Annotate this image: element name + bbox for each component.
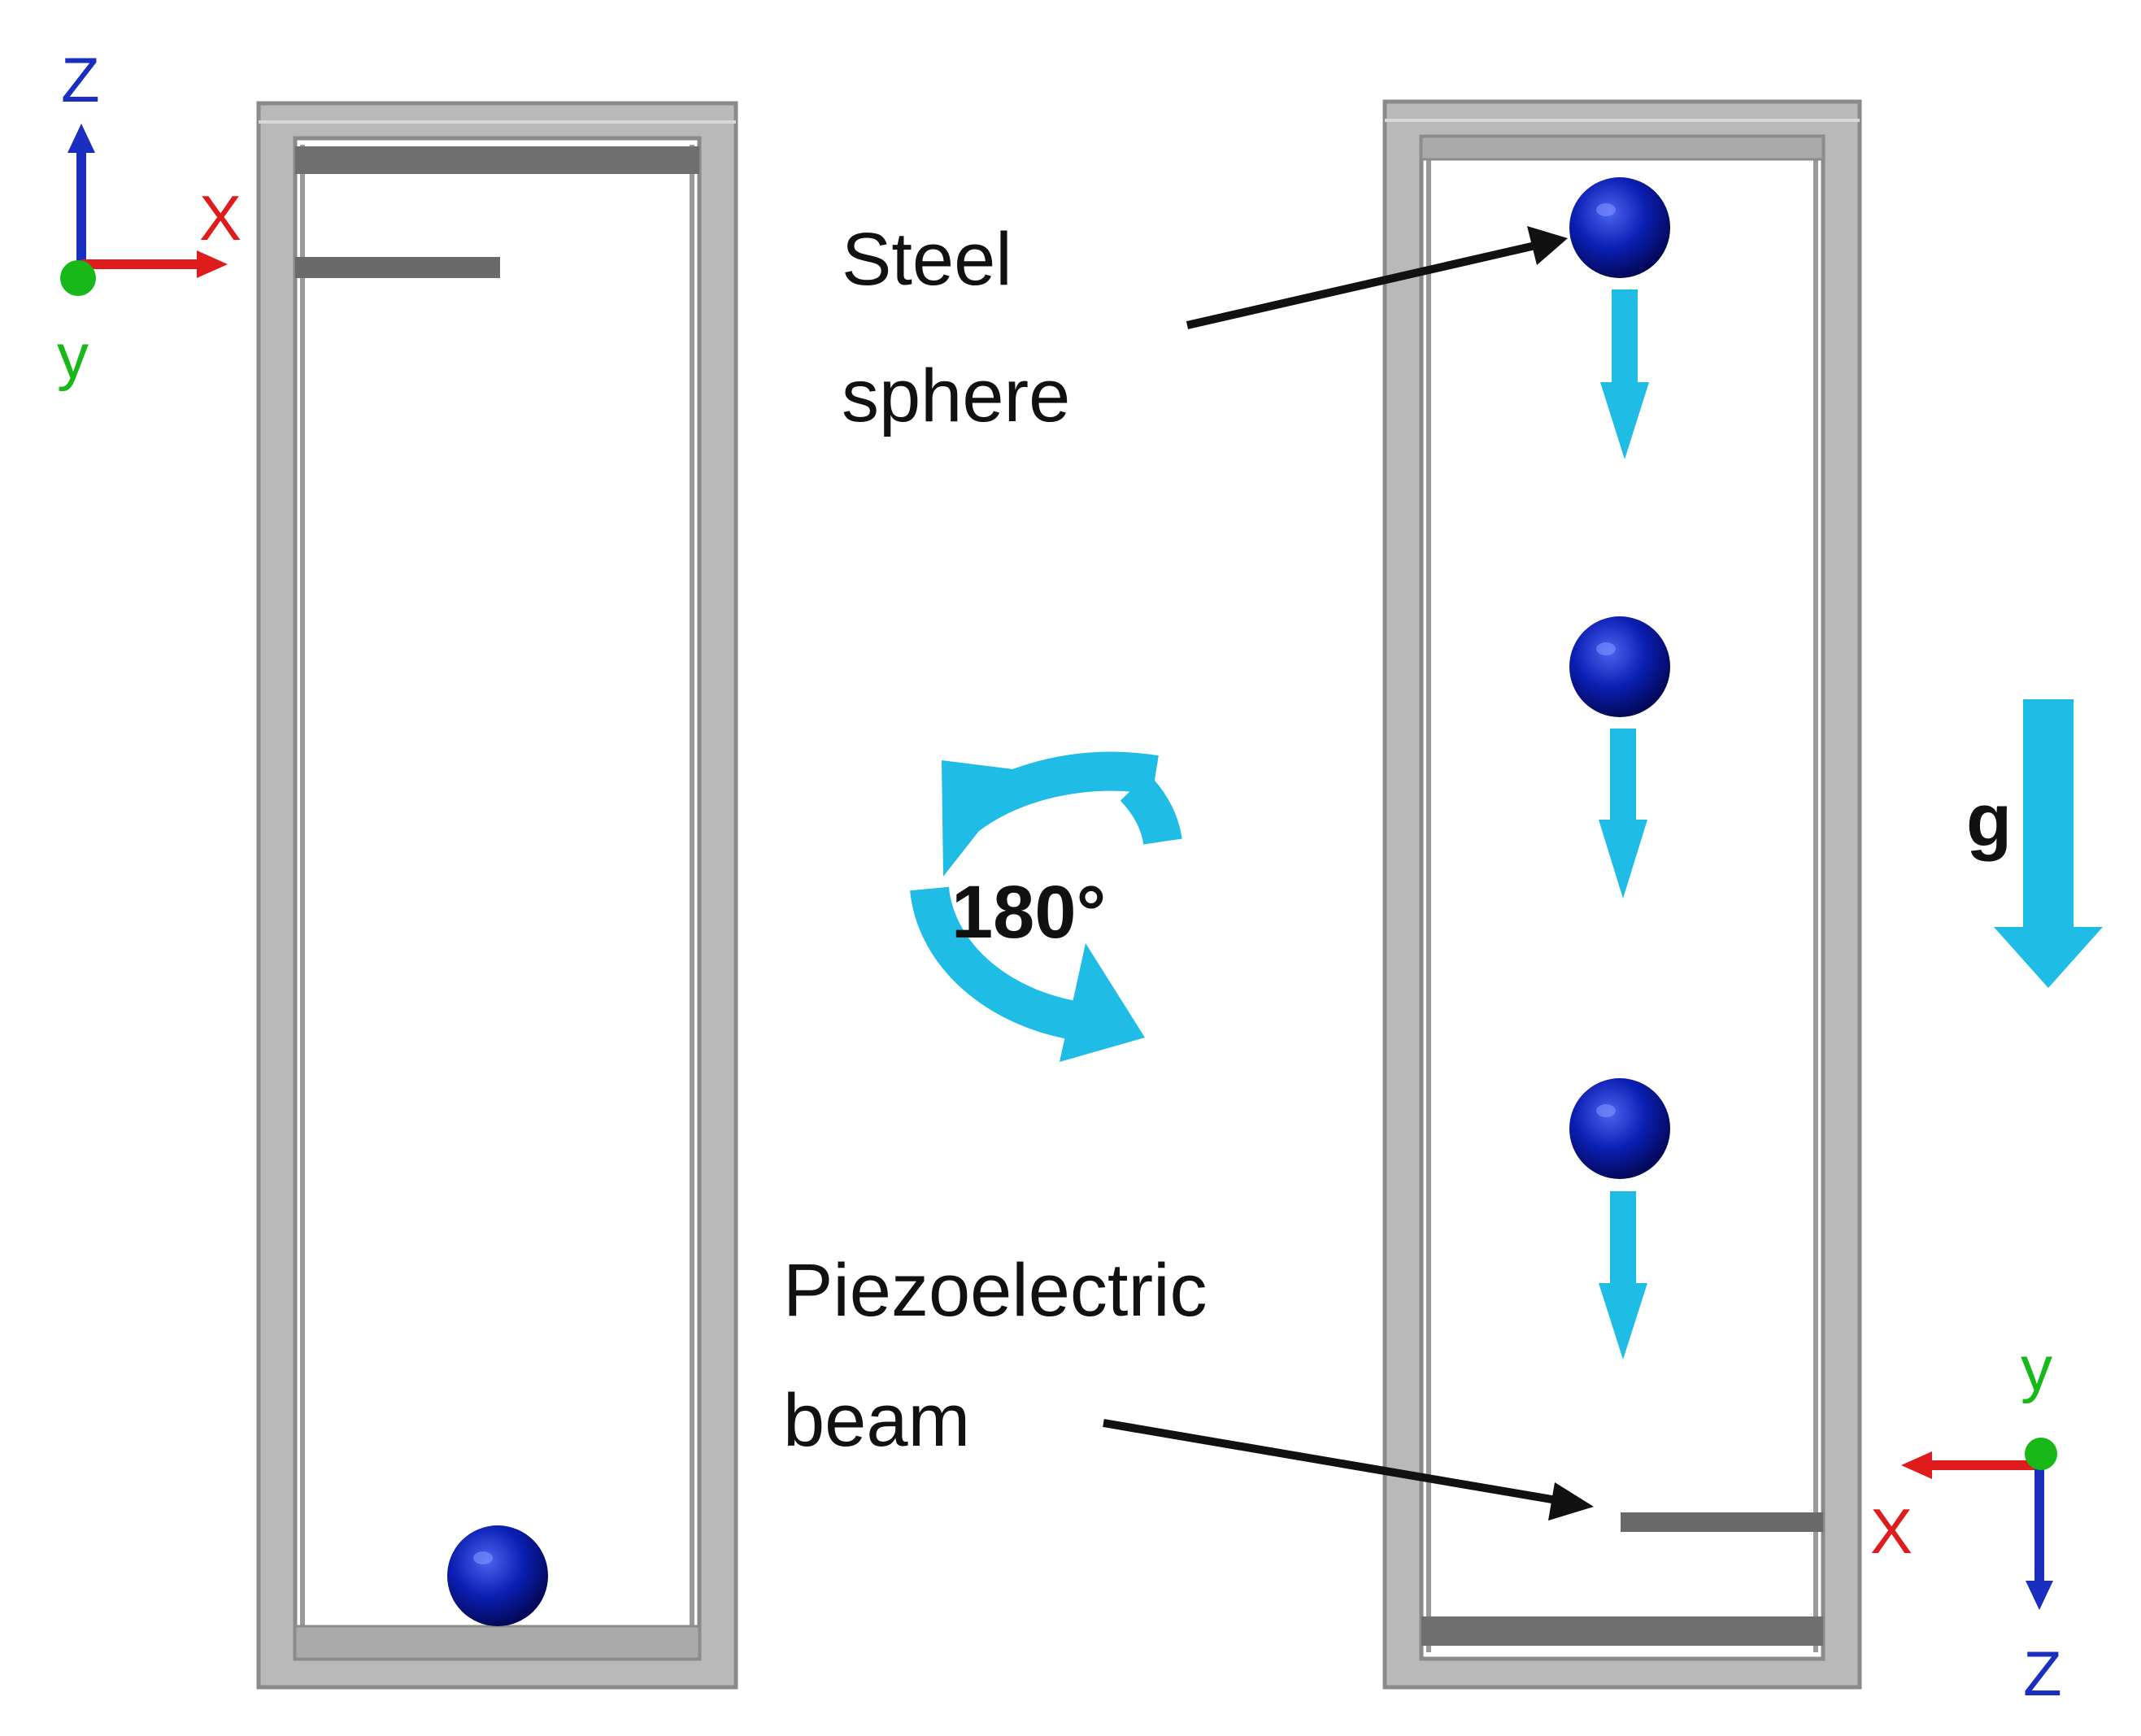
beam-annotation: Piezoelectric beam: [783, 1249, 1594, 1521]
left-top-plate: [295, 146, 699, 174]
beam-label-line1: Piezoelectric: [783, 1249, 1208, 1332]
rotation-lower-arrowhead: [1060, 943, 1145, 1062]
right-piezoelectric-beam: [1621, 1512, 1823, 1532]
right-axes: y X Z: [1870, 1333, 2062, 1709]
fall-arrow-1: [1600, 289, 1649, 459]
gravity-label: g: [1966, 779, 2012, 862]
left-axis-y-dot: [60, 260, 96, 296]
steel-sphere-label-line2: sphere: [842, 355, 1070, 437]
steel-sphere-label-line1: Steel: [842, 218, 1012, 301]
rotation-angle-label: 180°: [951, 871, 1106, 954]
right-steel-sphere-2: [1569, 616, 1670, 717]
steel-sphere-annotation: Steel sphere: [842, 218, 1568, 437]
right-steel-sphere-1: [1569, 177, 1670, 278]
right-axis-y-label: y: [2021, 1333, 2052, 1404]
left-bottom-plate: [294, 1625, 701, 1660]
right-steel-sphere-3: [1569, 1078, 1670, 1179]
left-axis-z-label: Z: [61, 44, 100, 115]
fall-arrow-2: [1599, 729, 1647, 898]
rotation-lower-arc: [910, 886, 1094, 1042]
beam-label-line2: beam: [783, 1379, 970, 1462]
right-axis-z-label: Z: [2023, 1638, 2062, 1709]
right-bottom-plate: [1421, 1616, 1823, 1646]
right-top-plate: [1420, 135, 1825, 161]
left-axis-y-label: y: [57, 320, 89, 392]
left-enclosure: [256, 101, 738, 1690]
right-axis-y-dot: [2025, 1438, 2057, 1470]
right-enclosure: [1382, 99, 1862, 1690]
right-axis-x-label: X: [1870, 1495, 1913, 1567]
fall-arrow-3: [1599, 1191, 1647, 1360]
gravity-arrow: g: [1966, 699, 2103, 988]
rotation-upper-arrowhead: [942, 760, 1026, 877]
left-axis-x-label: X: [199, 182, 242, 254]
left-piezoelectric-beam: [295, 257, 500, 278]
left-frame-walls: [256, 101, 738, 1690]
left-axes: Z X y: [57, 44, 242, 392]
rotation-upper-arc-cap: [1120, 773, 1182, 846]
rotation-180-icon: 180°: [910, 751, 1182, 1062]
left-steel-sphere: [447, 1525, 548, 1626]
